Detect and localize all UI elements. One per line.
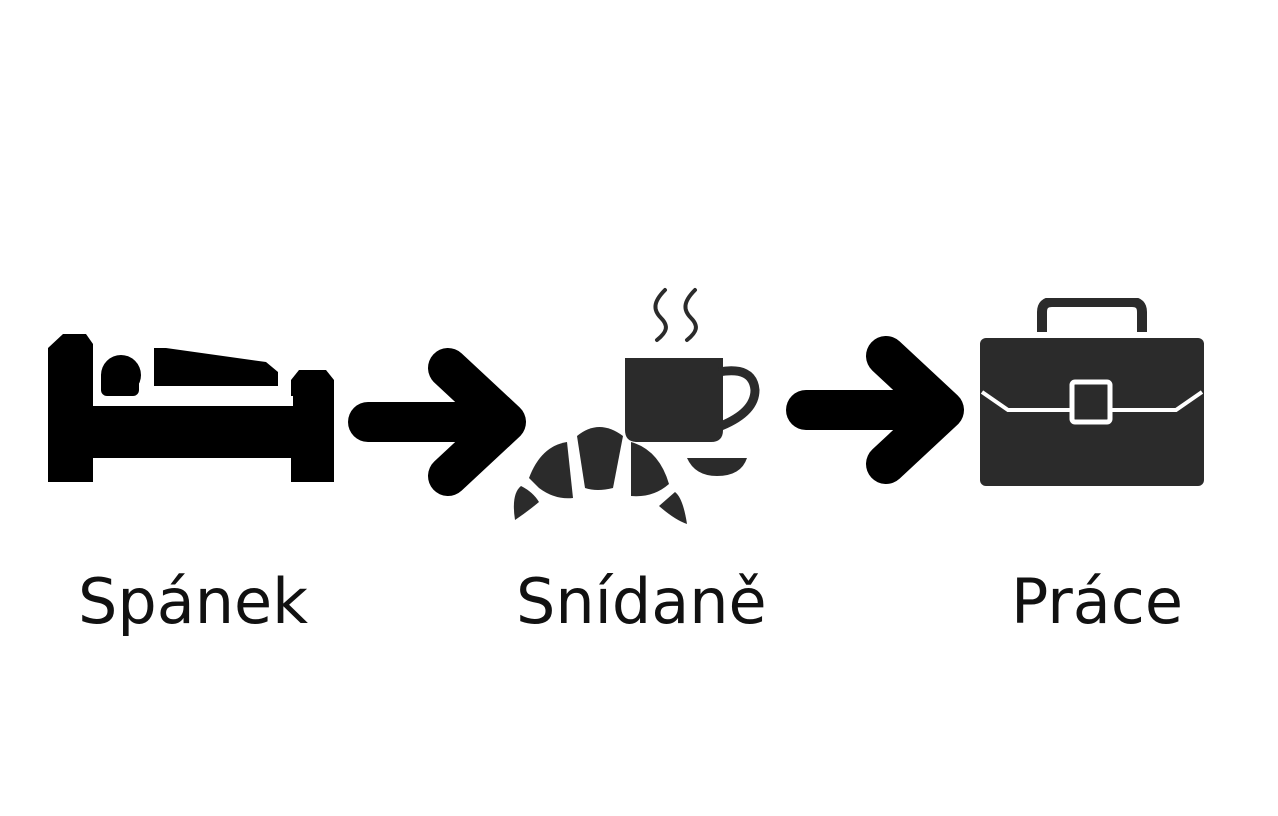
arrow-right-icon bbox=[348, 348, 526, 496]
briefcase-icon bbox=[980, 298, 1204, 486]
arrow-right-icon bbox=[786, 336, 964, 484]
bed-icon bbox=[48, 334, 334, 482]
step-label-work: Práce bbox=[1011, 565, 1184, 638]
step-label-sleep: Spánek bbox=[78, 565, 309, 638]
breakfast-icon bbox=[513, 288, 760, 524]
step-label-breakfast: Snídaně bbox=[516, 565, 767, 638]
